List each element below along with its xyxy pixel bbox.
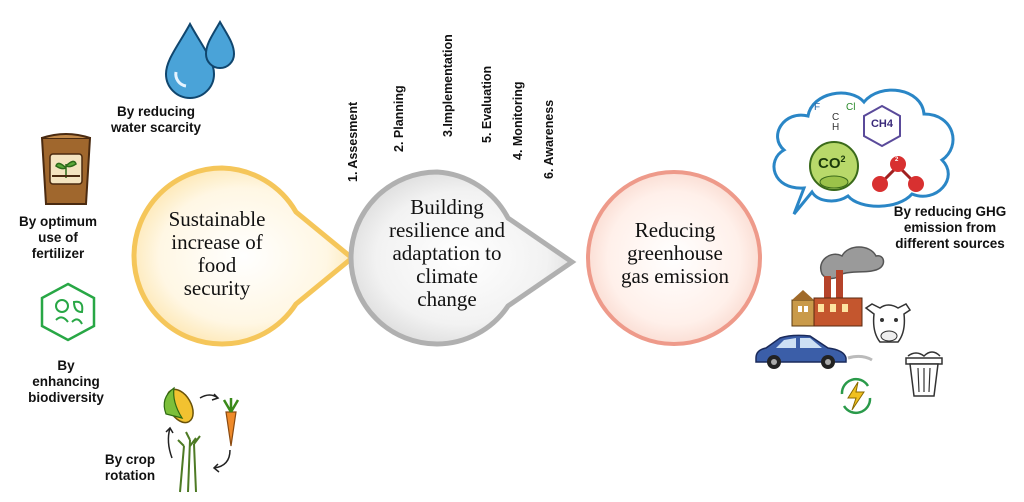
circle-resilience-text: Building resilience and adaptation to cl… [388,195,506,311]
label-water: By reducing water scarcity [110,104,202,135]
crop-rotation-icon [163,386,240,493]
circle-food-security-text: Sustainable increase of food security [168,207,266,300]
label-biodiversity: By enhancing biodiversity [28,358,104,405]
molecule-f: F [814,102,821,113]
circle-food-security [131,165,356,347]
step-awareness: 6. Awareness [542,99,556,179]
circle-resilience [348,169,577,347]
label-crop-rotation: By crop rotation [104,452,156,483]
o2-sub: 2 [895,156,899,163]
o2-label: O2 [888,150,898,163]
molecule-cl: Cl [846,102,856,113]
label-fertilizer: By optimum use of fertilizer [18,214,97,261]
step-monitoring: 4. Monitoring [511,81,525,160]
co2-label: CO2 [818,154,846,172]
circle-ghg-text: Reducing greenhouse gas emission [621,218,729,288]
trash-bin-icon [905,351,943,397]
water-drops-icon [164,19,236,99]
label-ghg: By reducing GHG emission from different … [893,204,1007,251]
car-icon [755,334,873,369]
o2-text: O [888,150,896,160]
fertilizer-bag-icon [40,133,92,205]
freon-molecule: F Cl C H [812,100,862,140]
molecule-h: H [832,122,840,133]
cow-icon [864,303,912,343]
circle-ghg [586,170,762,346]
step-planning: 2. Planning [392,85,406,152]
energy-icon [840,377,872,415]
ch4-label: CH4 [870,118,893,130]
co2-text: CO [818,155,841,172]
co2-bubble-icon [809,141,859,191]
step-evaluation: 5. Evaluation [480,65,494,143]
thought-cloud-icon [772,88,955,215]
factory-icon [791,246,885,327]
step-assessment: 1. Assesment [346,101,360,182]
step-implementation: 3.Implementation [441,34,455,137]
biodiversity-icon [40,282,96,342]
molecule-c: C [832,112,840,123]
o2-molecule-icon [872,156,924,192]
co2-sub: 2 [840,154,846,164]
ch4-hexagon-icon [863,104,901,148]
